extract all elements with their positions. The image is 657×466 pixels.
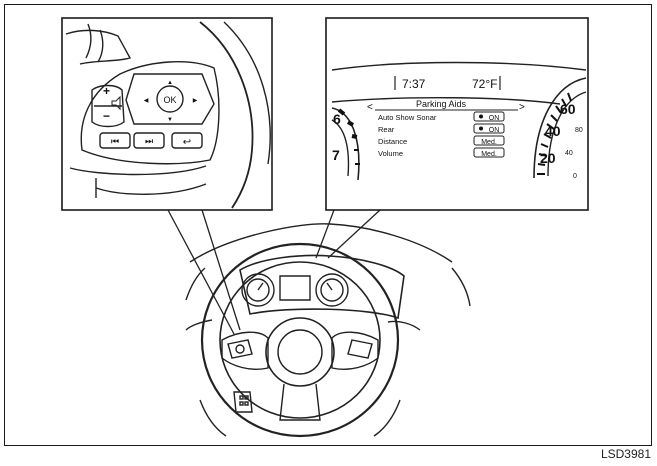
rear-value: ON	[489, 127, 500, 134]
tach-label-6: 6	[333, 111, 341, 127]
distance-value: Med.	[481, 139, 497, 146]
speed-label-0: 0	[573, 173, 577, 180]
right-arrow-icon[interactable]: ▶	[193, 98, 198, 104]
speed-label-40: 40	[545, 123, 561, 139]
speed-label-80: 80	[575, 127, 583, 134]
ok-button[interactable]: OK	[163, 95, 176, 105]
menu-item-rear[interactable]: Rear	[378, 125, 395, 134]
menu-nav-right[interactable]: >	[519, 102, 525, 113]
speed-label-20: 20	[540, 150, 556, 166]
display-inset: 7:37 72°F < Parking Aids > Auto Show Son…	[325, 17, 589, 211]
figure-code: LSD3981	[600, 447, 651, 461]
switch-panel-inset: + − OK ▲ ▼ ◀ ▶ ⏮ ⏭ ↩	[61, 17, 273, 211]
back-icon[interactable]: ↩	[183, 137, 191, 148]
speed-label-60: 60	[560, 101, 576, 117]
next-track-icon[interactable]: ⏭	[145, 136, 153, 146]
down-arrow-icon[interactable]: ▼	[167, 117, 173, 123]
callout-leaders	[167, 209, 381, 335]
speed-label-40-small: 40	[565, 150, 573, 157]
menu-title: Parking Aids	[416, 99, 467, 109]
wheel-scene	[185, 223, 471, 438]
temperature-readout: 72°F	[472, 77, 497, 91]
menu-item-volume[interactable]: Volume	[378, 149, 403, 158]
speedometer-ticks	[537, 92, 572, 175]
speaker-icon	[111, 95, 121, 111]
menu-nav-left[interactable]: <	[367, 102, 373, 113]
figure-border	[4, 4, 652, 446]
menu-list: Auto Show Sonar Rear Distance Volume ON …	[378, 111, 505, 158]
minus-label: −	[103, 109, 110, 123]
previous-track-icon[interactable]: ⏮	[111, 136, 119, 146]
menu-item-auto-show-sonar[interactable]: Auto Show Sonar	[378, 113, 437, 122]
auto-show-sonar-value: ON	[489, 115, 500, 122]
clock-readout: 7:37	[402, 77, 426, 91]
menu-item-distance[interactable]: Distance	[378, 137, 407, 146]
up-arrow-icon[interactable]: ▲	[167, 80, 173, 86]
plus-label: +	[103, 84, 110, 98]
tachometer-marks	[337, 108, 358, 139]
tach-label-7: 7	[332, 147, 340, 163]
left-arrow-icon[interactable]: ◀	[144, 98, 149, 104]
volume-value: Med.	[481, 151, 497, 158]
